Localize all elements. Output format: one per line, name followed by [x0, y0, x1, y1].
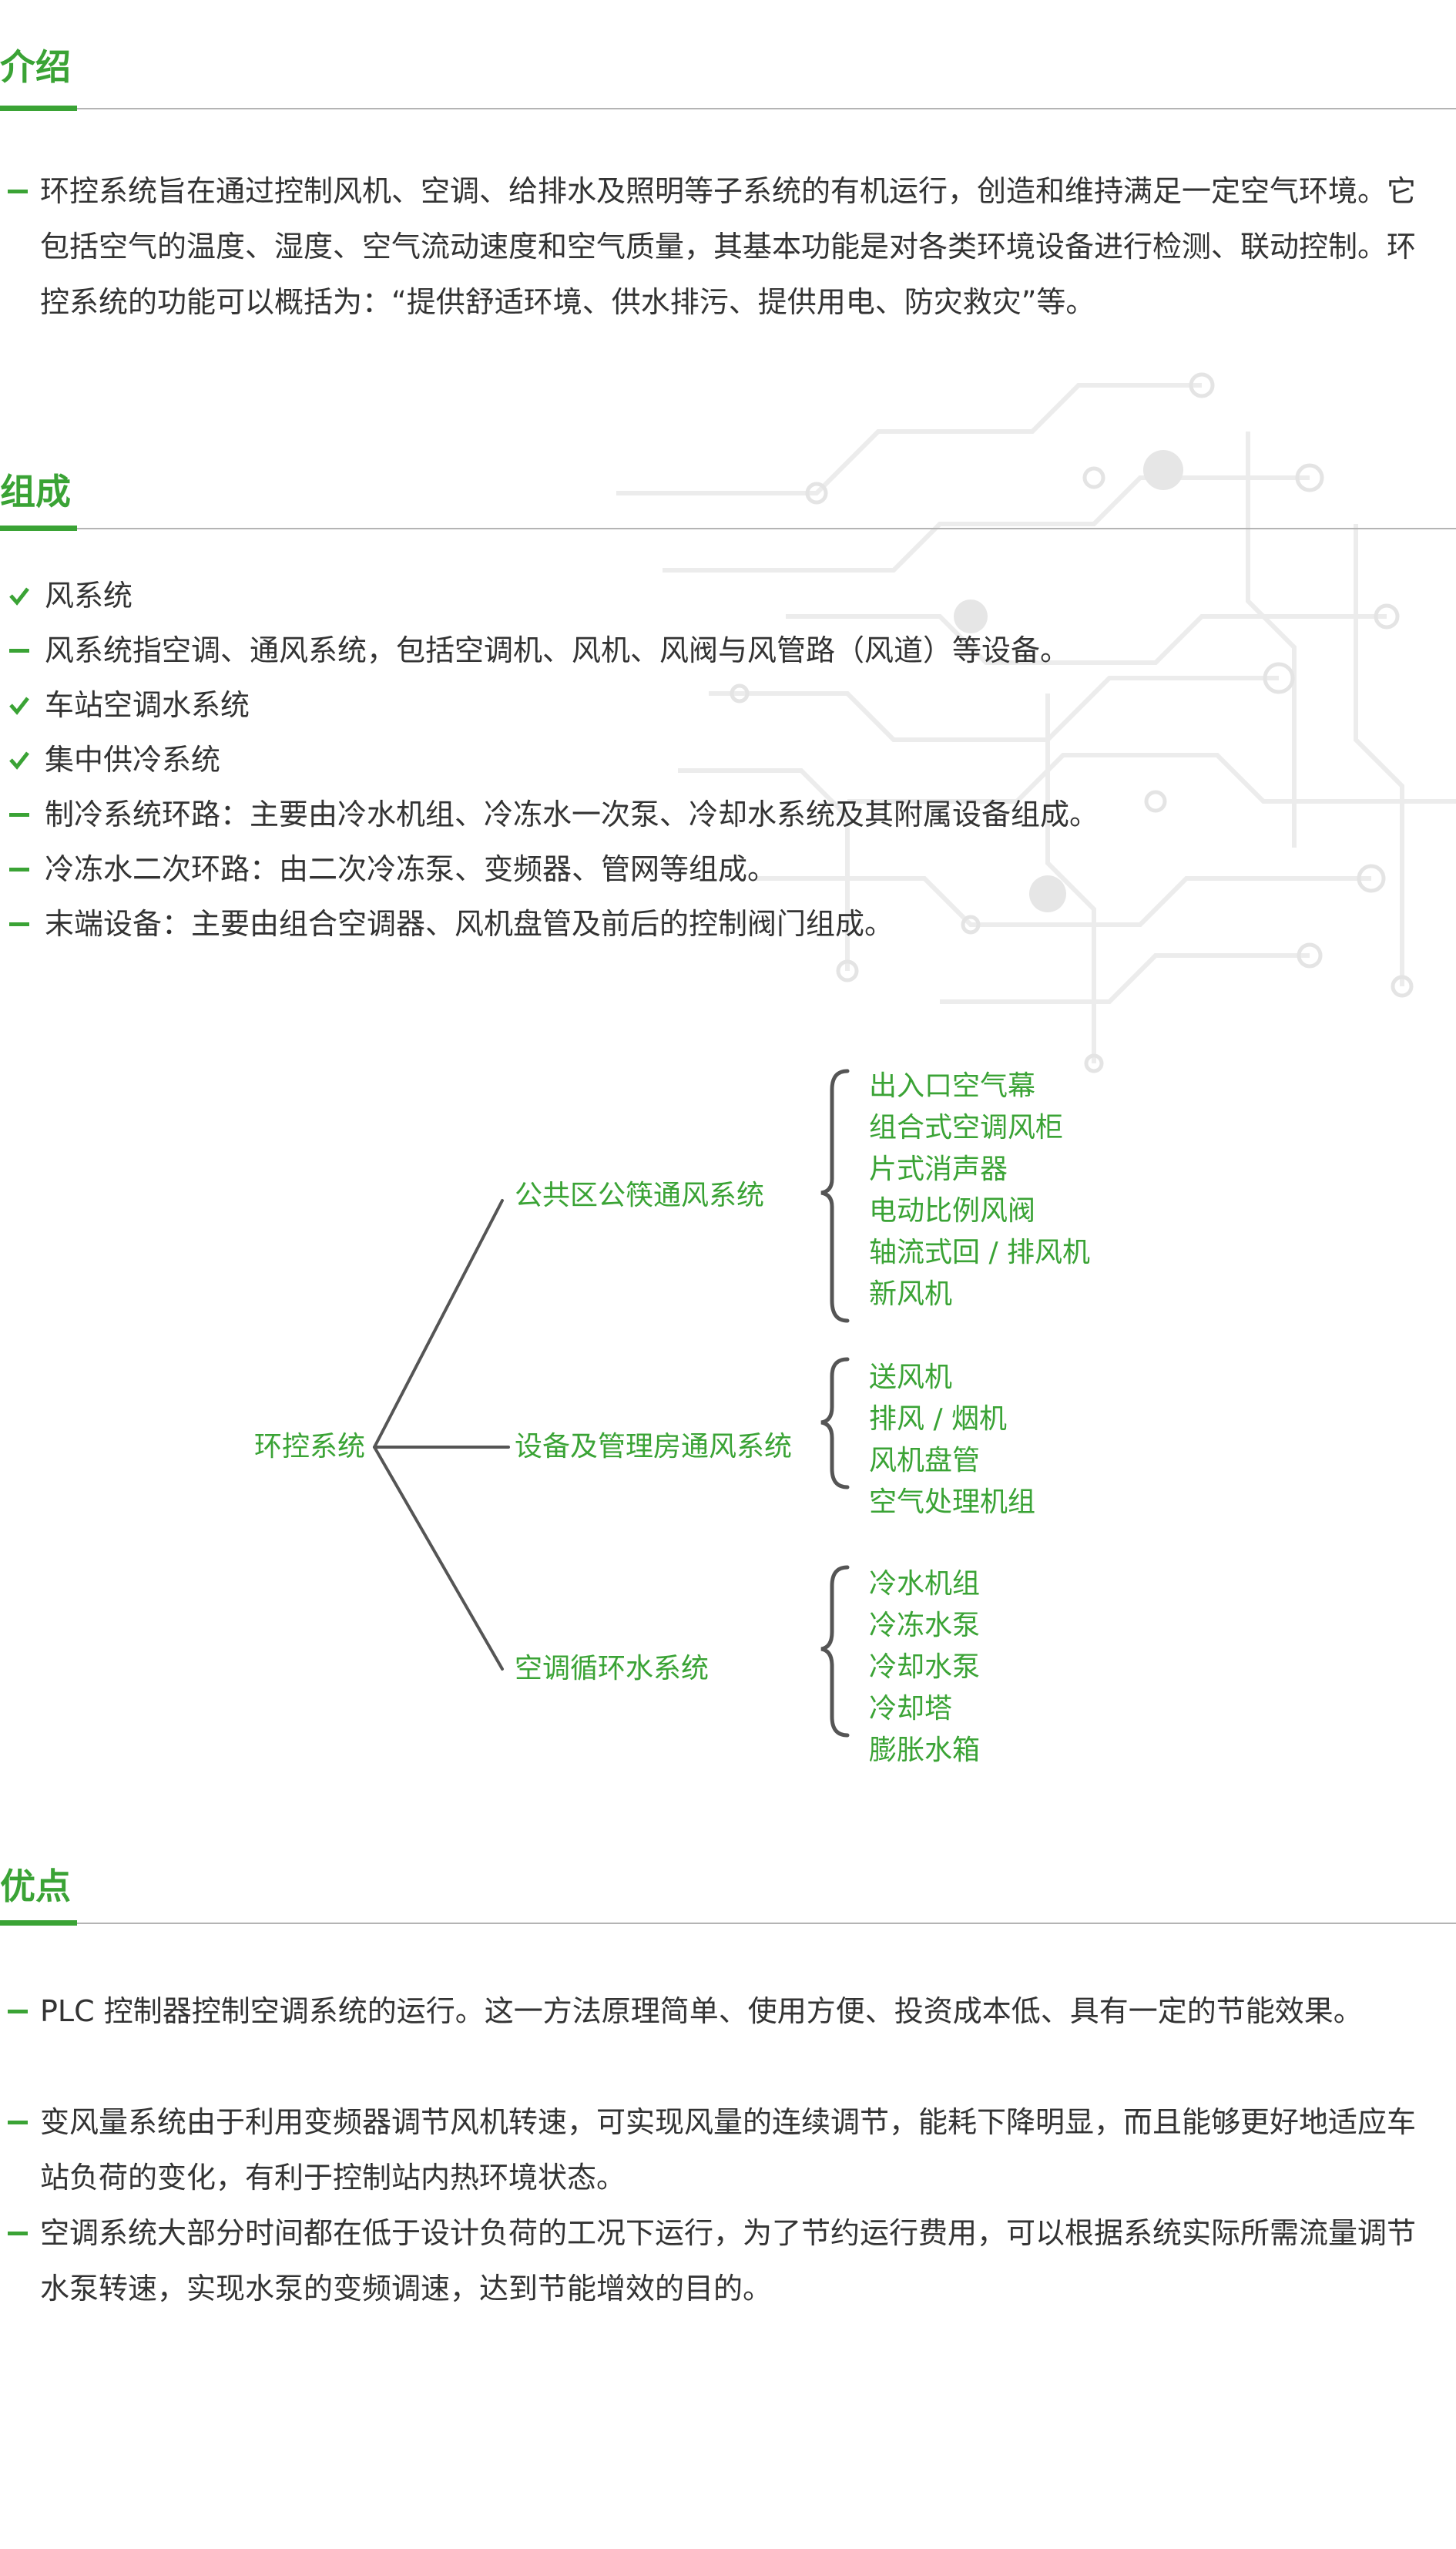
mindmap-leaf: 冷水机组 [869, 1568, 981, 1600]
dash-bullet-icon [8, 190, 28, 193]
mindmap-connectors [373, 1069, 850, 1738]
list-item: 风系统 [0, 569, 1456, 623]
check-icon [9, 751, 29, 770]
list-item-text: 集中供冷系统 [45, 743, 221, 777]
mindmap-leaf: 电动比例风阀 [869, 1195, 1036, 1227]
list-item-text: 风系统 [45, 579, 133, 613]
mindmap-branch: 设备及管理房通风系统 [515, 1431, 793, 1463]
list-item: 集中供冷系统 [0, 733, 1456, 788]
advantage-text: 空调系统大部分时间都在低于设计负荷的工况下运行，为了节约运行费用，可以根据系统实… [40, 2216, 1417, 2306]
check-icon [9, 587, 29, 606]
list-item: 风系统指空调、通风系统，包括空调机、风机、风阀与风管路（风道）等设备。 [0, 623, 1456, 678]
intro-text: 环控系统旨在通过控制风机、空调、给排水及照明等子系统的有机运行，创造和维持满足一… [40, 174, 1417, 319]
mindmap-leaf: 新风机 [869, 1278, 953, 1310]
list-item: 车站空调水系统 [0, 678, 1456, 733]
section-title-intro: 介绍 [0, 46, 71, 88]
list-item: 制冷系统环路：主要由冷水机组、冷冻水一次泵、冷却水系统及其附属设备组成。 [0, 788, 1456, 842]
composition-list: 风系统 风系统指空调、通风系统，包括空调机、风机、风阀与风管路（风道）等设备。 … [0, 569, 1456, 952]
dash-bullet-icon [9, 649, 29, 653]
advantage-text: 变风量系统由于利用变频器调节风机转速，可实现风量的连续调节，能耗下降明显，而且能… [40, 2105, 1417, 2195]
section-rule-advantages [0, 1920, 1456, 1926]
dash-bullet-icon [9, 813, 29, 817]
mindmap-root: 环控系统 [254, 1431, 366, 1463]
section-title-composition: 组成 [0, 471, 71, 512]
section-rule-intro [0, 106, 1456, 111]
dash-bullet-icon [9, 868, 29, 871]
mindmap-leaf: 空气处理机组 [869, 1486, 1036, 1518]
section-rule-composition [0, 526, 1456, 531]
mindmap-leaf: 组合式空调风柜 [869, 1112, 1064, 1144]
mindmap-leaf: 轴流式回 / 排风机 [869, 1237, 1091, 1268]
section-title-advantages: 优点 [0, 1866, 71, 1907]
mindmap-branch: 空调循环水系统 [515, 1653, 710, 1684]
circuit-background [616, 372, 1456, 1073]
mindmap-leaf: 送风机 [869, 1362, 953, 1393]
advantage-text: PLC 控制器控制空调系统的运行。这一方法原理简单、使用方便、投资成本低、具有一… [40, 1994, 1363, 2028]
mindmap-leaf: 出入口空气幕 [869, 1070, 1036, 1102]
mindmap-leaf: 冷冻水泵 [869, 1610, 981, 1641]
mindmap-leaf: 冷却水泵 [869, 1651, 981, 1683]
list-item: 末端设备：主要由组合空调器、风机盘管及前后的控制阀门组成。 [0, 897, 1456, 952]
dash-bullet-icon [9, 922, 29, 926]
dash-bullet-icon [8, 2121, 28, 2124]
list-item-text: 车站空调水系统 [45, 688, 250, 722]
mindmap-leaf: 风机盘管 [869, 1445, 981, 1476]
mindmap-leaf: 膨胀水箱 [869, 1735, 981, 1766]
list-item-text: 冷冻水二次环路：由二次冷冻泵、变频器、管网等组成。 [45, 852, 777, 886]
list-item-text: 末端设备：主要由组合空调器、风机盘管及前后的控制阀门组成。 [45, 907, 894, 941]
list-item-text: 制冷系统环路：主要由冷水机组、冷冻水一次泵、冷却水系统及其附属设备组成。 [45, 798, 1099, 831]
list-item-text: 风系统指空调、通风系统，包括空调机、风机、风阀与风管路（风道）等设备。 [45, 633, 1070, 667]
dash-bullet-icon [8, 2010, 28, 2013]
mindmap-leaf: 片式消声器 [869, 1154, 1008, 1185]
mindmap-leaf: 冷却塔 [869, 1693, 953, 1725]
list-item: 冷冻水二次环路：由二次冷冻泵、变频器、管网等组成。 [0, 842, 1456, 897]
mindmap-leaf: 排风 / 烟机 [869, 1403, 1008, 1435]
dash-bullet-icon [8, 2232, 28, 2235]
mindmap-branch: 公共区公筷通风系统 [515, 1180, 765, 1211]
check-icon [9, 697, 29, 715]
